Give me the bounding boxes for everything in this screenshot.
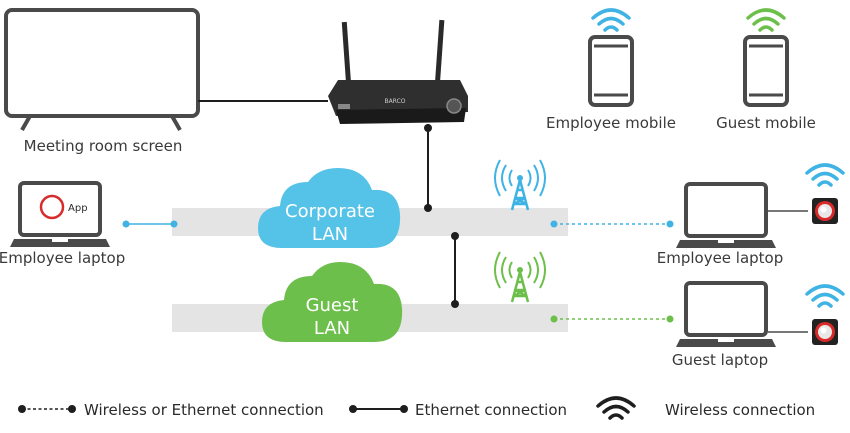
app-label: App	[68, 203, 88, 214]
cell-tower-icon	[493, 158, 547, 212]
wifi-icon	[746, 8, 786, 32]
legend: Wireless or Ethernet connection Ethernet…	[18, 396, 815, 420]
legend-wireless-or-ethernet: Wireless or Ethernet connection	[84, 401, 324, 419]
wifi-icon	[805, 163, 845, 187]
meeting-screen-label: Meeting room screen	[24, 137, 183, 155]
phone-icon	[743, 35, 789, 107]
corporate-lan-title: Corporate	[285, 201, 375, 222]
employee-laptop-right-label: Employee laptop	[657, 249, 784, 267]
app-icon	[39, 194, 65, 220]
left-link-dot-b	[170, 220, 178, 228]
laptop-icon	[674, 182, 778, 250]
guest-laptop-label: Guest laptop	[672, 351, 768, 369]
router-port-dot	[424, 124, 432, 132]
router-icon: BARCO	[328, 19, 468, 124]
monitor-icon	[4, 8, 200, 131]
guest-lan-subtitle: LAN	[314, 318, 350, 339]
button-dongle-icon	[812, 319, 838, 345]
cell-tower-icon	[493, 250, 547, 304]
legend-wireless: Wireless connection	[665, 401, 815, 419]
wifi-icon	[591, 8, 631, 32]
guest-mobile-label: Guest mobile	[716, 114, 816, 132]
wifi-icon	[596, 396, 636, 420]
guest-dot-b	[666, 315, 674, 323]
guest-cloud-icon	[262, 262, 403, 342]
right-employee-dot-a	[550, 220, 558, 228]
bridge-bottom-dot	[451, 300, 459, 308]
employee-laptop-left-label: Employee laptop	[0, 249, 125, 267]
guest-lan-title: Guest	[306, 295, 359, 316]
right-employee-dot-b	[666, 220, 674, 228]
corporate-lan-subtitle: LAN	[312, 224, 348, 245]
button-dongle-icon	[812, 198, 838, 224]
legend-solid-dot-b	[400, 405, 408, 413]
corporate-cloud-icon	[258, 168, 401, 248]
wifi-icon	[805, 284, 845, 308]
router-brand: BARCO	[384, 98, 405, 105]
left-link-dot-a	[122, 220, 130, 228]
employee-mobile-label: Employee mobile	[546, 114, 676, 132]
corporate-lan-dot	[424, 204, 432, 212]
guest-dot-a	[550, 315, 558, 323]
phone-icon	[588, 35, 634, 107]
laptop-icon	[674, 281, 778, 349]
legend-ethernet: Ethernet connection	[415, 401, 567, 419]
legend-dashed-dot-b	[68, 405, 76, 413]
bridge-top-dot	[451, 232, 459, 240]
